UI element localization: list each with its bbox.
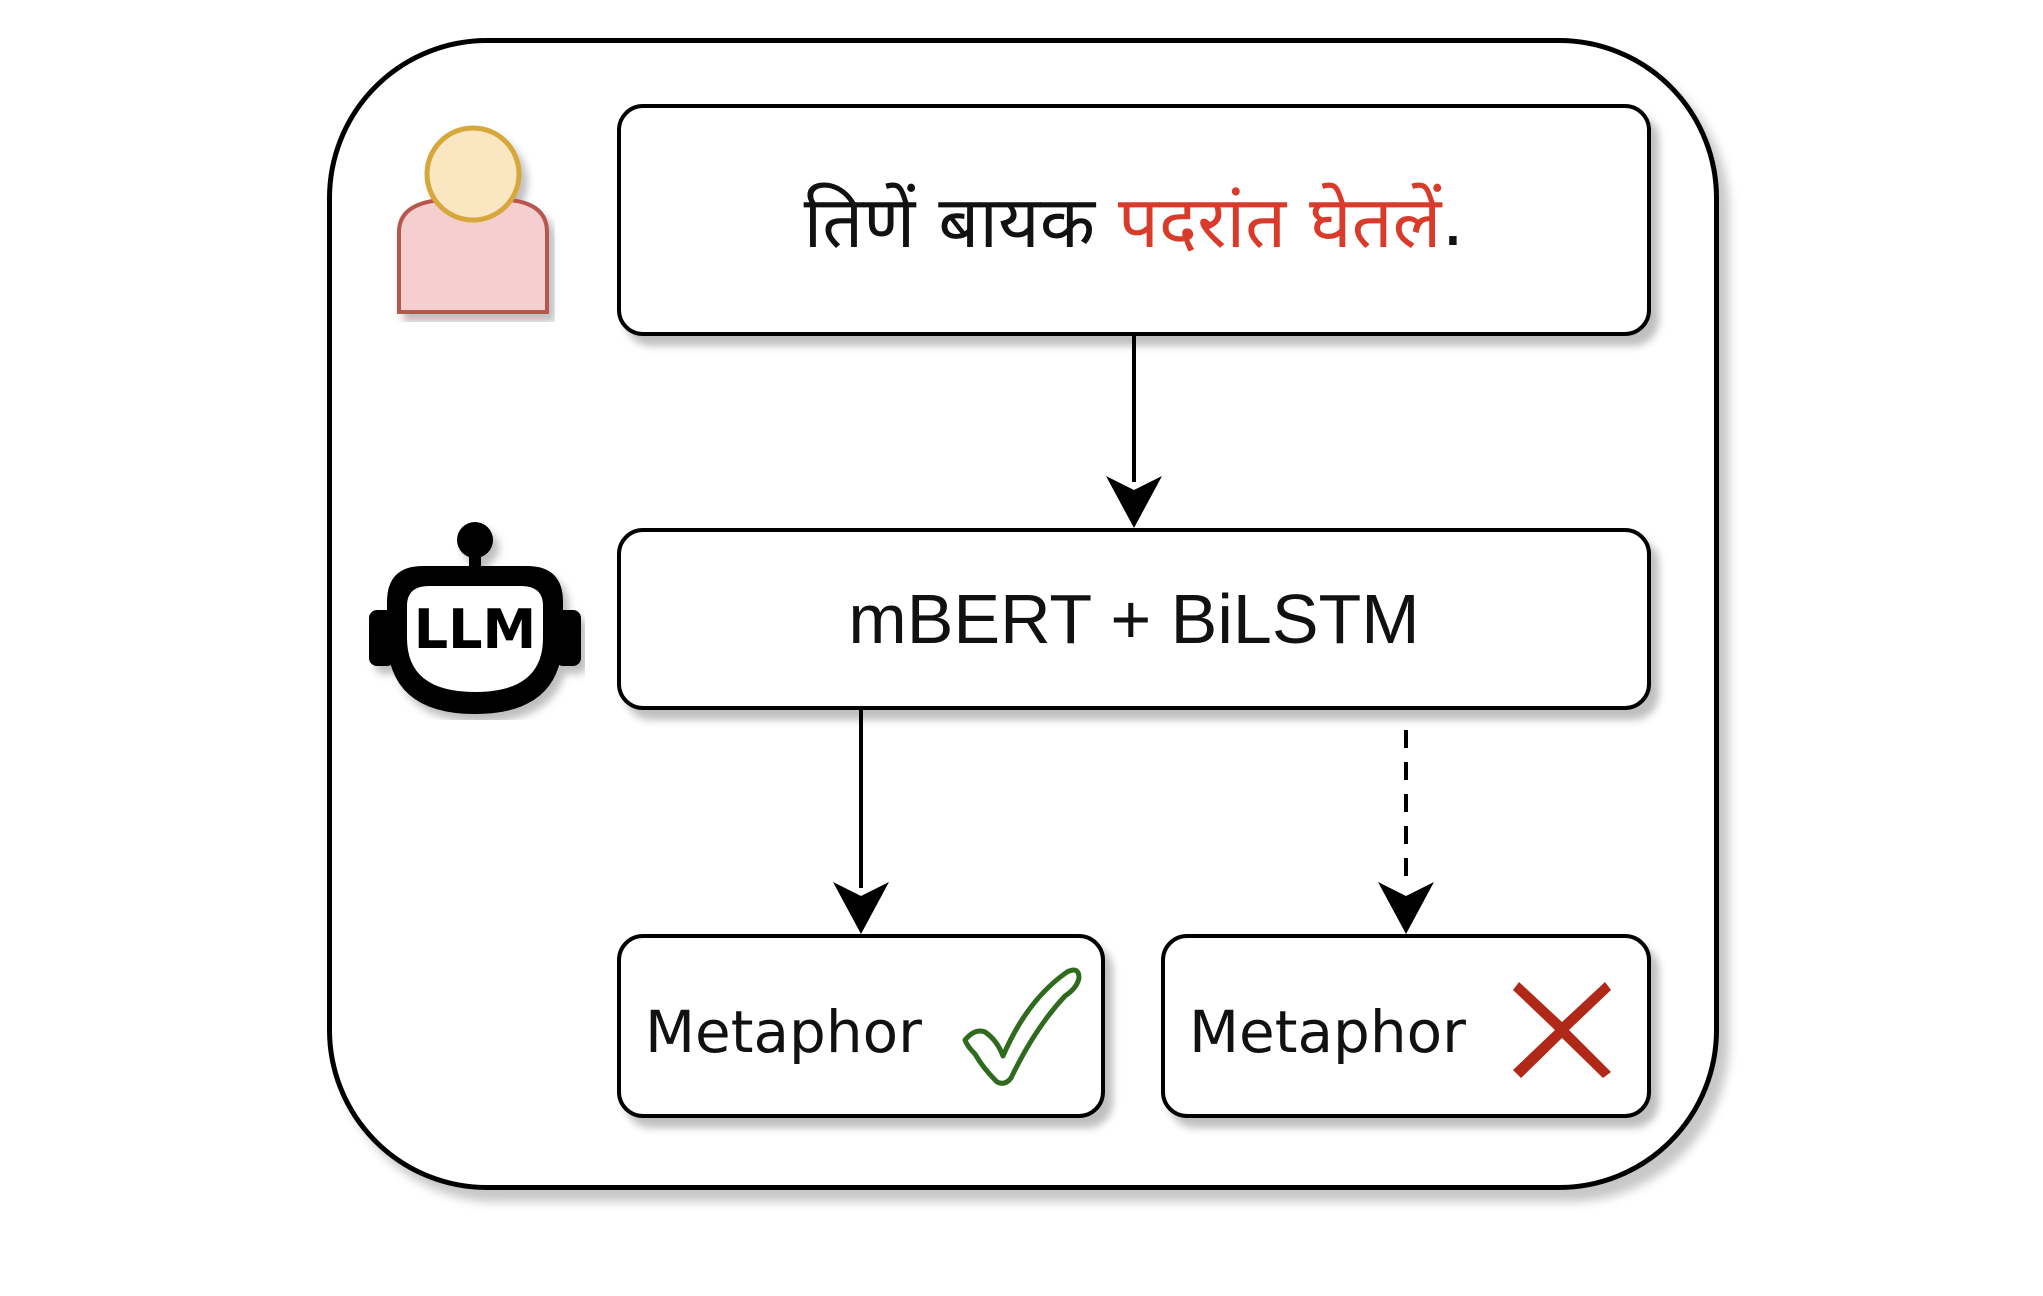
sentence-end: . — [1441, 178, 1465, 262]
model-label: mBERT + BiLSTM — [848, 580, 1420, 658]
cross-icon — [1513, 982, 1611, 1078]
check-icon — [962, 967, 1082, 1086]
sentence-plain: तिणें बायक — [803, 180, 1118, 264]
input-sentence-box: तिणें बायक पदरांत घेतलें. — [617, 104, 1651, 336]
robot-label: LLM — [414, 598, 537, 661]
model-box: mBERT + BiLSTM — [617, 528, 1651, 710]
output-label-incorrect: Metaphor — [1189, 998, 1466, 1066]
output-box-correct: Metaphor — [617, 934, 1105, 1118]
robot-icon: LLM — [365, 520, 585, 720]
output-label-correct: Metaphor — [645, 998, 922, 1066]
person-icon — [395, 122, 555, 322]
sentence-highlight: पदरांत घेतलें — [1117, 180, 1442, 264]
output-box-incorrect: Metaphor — [1161, 934, 1651, 1118]
